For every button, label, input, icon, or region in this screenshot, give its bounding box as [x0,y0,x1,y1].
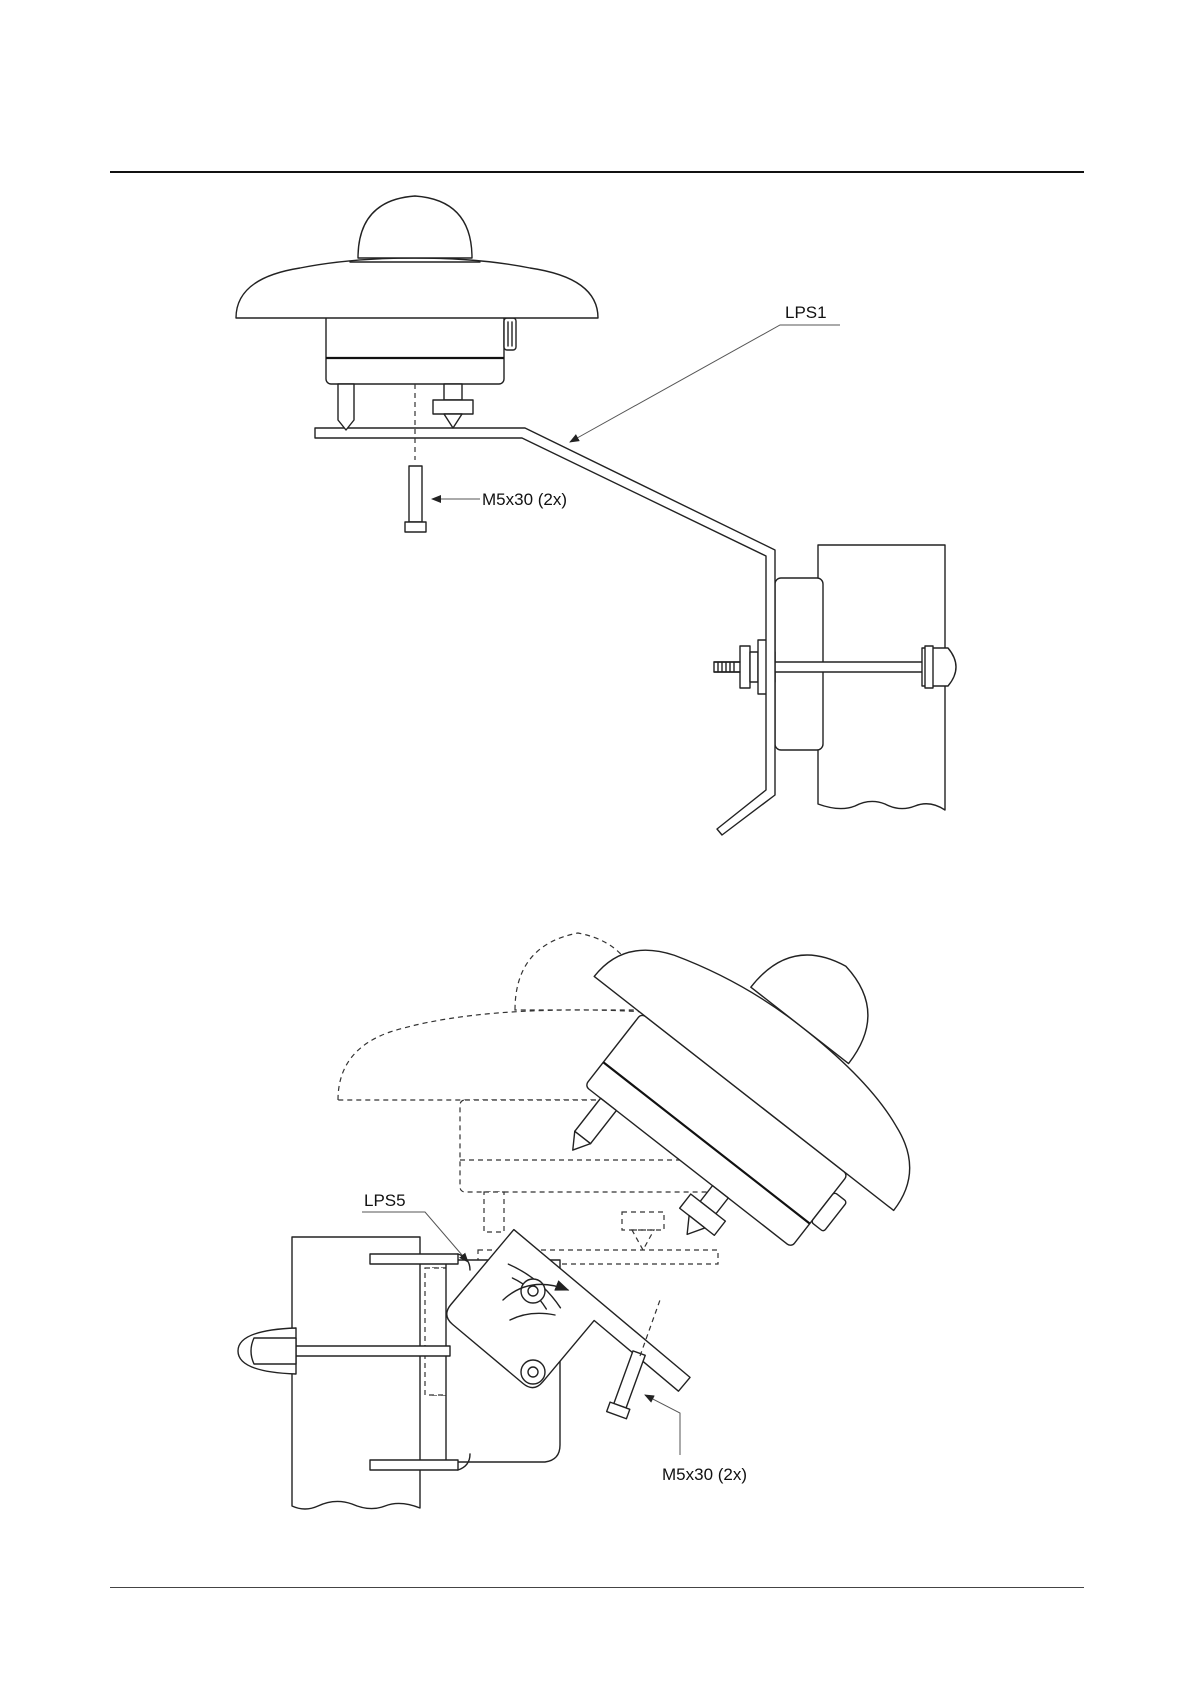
screw-top-label: M5x30 (2x) [482,490,567,509]
screw-bottom [607,1350,649,1419]
figure-top-lps1: M5x30 (2x) LPS1 [236,196,956,835]
figure-bottom-lps5: M5x30 (2x) LPS5 [238,848,994,1509]
lps1-leader [570,325,840,442]
screw-bottom-leader [645,1395,680,1455]
pyranometer-top [236,196,598,460]
screw-bottom-label: M5x30 (2x) [662,1465,747,1484]
lps5-label: LPS5 [364,1191,406,1210]
lps1-label: LPS1 [785,303,827,322]
screw-top [405,466,426,532]
